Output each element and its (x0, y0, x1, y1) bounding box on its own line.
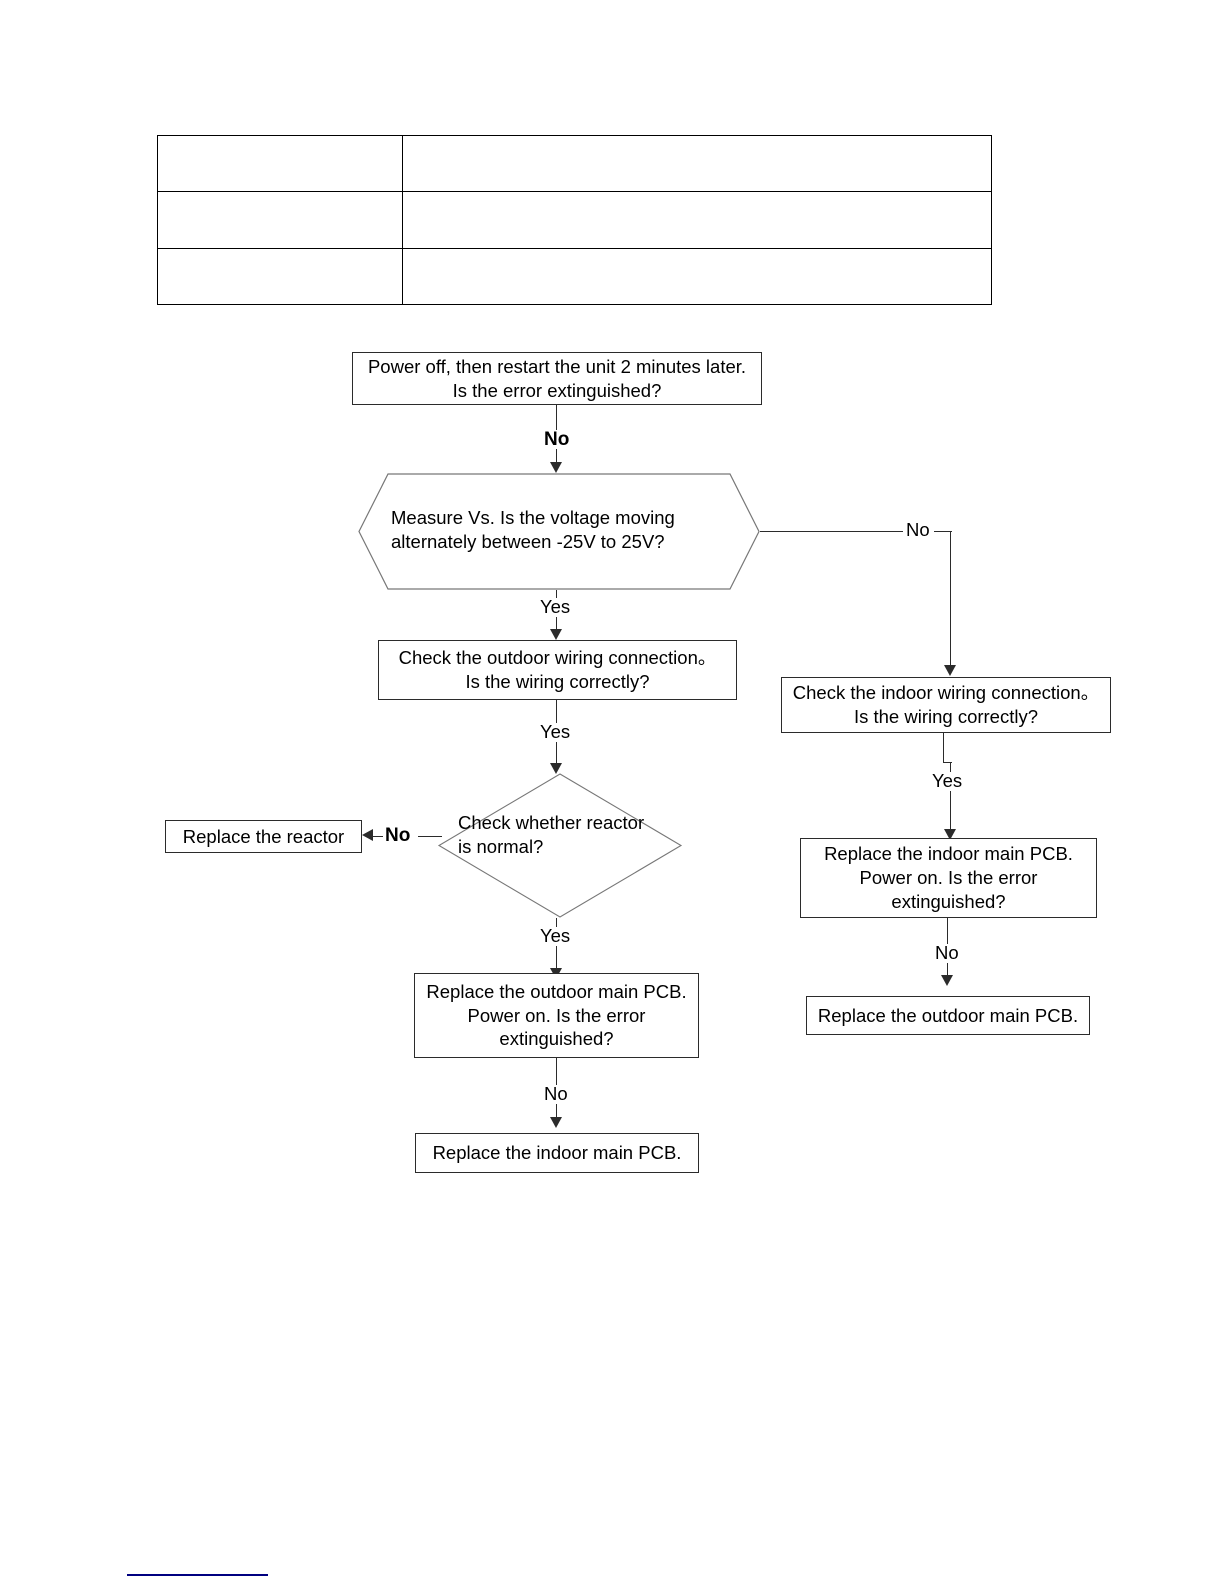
node-replace-reactor: Replace the reactor (165, 820, 362, 853)
edge-outdoorpcb-no-arrow-icon (550, 1117, 562, 1128)
edge-indoor-wiring-vertical-b (950, 762, 951, 832)
edge-label-outdoor-wiring-yes: Yes (537, 722, 574, 742)
edge-indoorpcb-no-arrow-icon (941, 975, 953, 986)
node-replace-reactor-label: Replace the reactor (182, 825, 345, 847)
node-replace-indoor-pcb-final: Replace the indoor main PCB. (415, 1133, 699, 1173)
table-cell-value-1 (402, 191, 992, 249)
edge-label-measure-no: No (903, 520, 933, 540)
table-cell-value-0 (402, 134, 992, 193)
edge-reactor-no-arrow-icon (362, 829, 373, 841)
table-cell-label-2 (157, 247, 403, 306)
edge-label-reactor-no: No (382, 826, 414, 845)
edge-measure-yes-arrow-icon (550, 629, 562, 640)
node-indoor-wiring: Check the indoor wiring connection。 Is t… (781, 677, 1111, 733)
edge-restart-arrow-icon (550, 462, 562, 473)
node-replace-outdoor-pcb-final: Replace the outdoor main PCB. (806, 996, 1090, 1035)
edge-label-restart-no: No (541, 430, 573, 449)
edge-label-measure-yes: Yes (537, 597, 574, 617)
edge-outdoor-yes-arrow-icon (550, 763, 562, 774)
spec-table (157, 134, 992, 306)
table-cell-label-0 (157, 134, 403, 193)
node-replace-outdoor-pcb-final-label: Replace the outdoor main PCB. (817, 1004, 1079, 1026)
node-replace-outdoor-pcb-check-label: Replace the outdoor main PCB. Power on. … (426, 980, 687, 1050)
node-indoor-wiring-label: Check the indoor wiring connection。 Is t… (792, 682, 1100, 727)
node-replace-outdoor-pcb-check: Replace the outdoor main PCB. Power on. … (414, 973, 699, 1058)
edge-indoor-wiring-jog (943, 762, 952, 763)
table-row (157, 134, 992, 193)
edge-reactor-no-horizontal-a (418, 836, 442, 837)
node-restart-check-label: Power off, then restart the unit 2 minut… (367, 355, 747, 401)
table-row (157, 191, 992, 249)
edge-label-outdoor-pcb-no: No (541, 1084, 571, 1104)
edge-measure-no-horizontal-a (760, 531, 906, 532)
footer-rule (127, 1574, 268, 1576)
node-restart-check: Power off, then restart the unit 2 minut… (352, 352, 762, 405)
hexagon-shape-icon (358, 473, 760, 590)
edge-indoor-wiring-yes-arrow-icon (944, 829, 956, 840)
edge-label-indoor-wiring-yes: Yes (929, 771, 966, 791)
node-replace-indoor-pcb-check: Replace the indoor main PCB. Power on. I… (800, 838, 1097, 918)
node-outdoor-wiring-label: Check the outdoor wiring connection。 Is … (398, 647, 717, 692)
edge-label-reactor-yes: Yes (537, 926, 574, 946)
table-cell-value-2 (402, 247, 992, 306)
edge-measure-no-arrow-icon (944, 665, 956, 676)
table-row (157, 247, 992, 306)
node-replace-indoor-pcb-final-label: Replace the indoor main PCB. (432, 1142, 682, 1164)
table-cell-label-1 (157, 191, 403, 249)
edge-indoor-wiring-vertical-a (943, 733, 944, 763)
edge-measure-no-horizontal-b (934, 531, 952, 532)
edge-reactor-no-horizontal-b (373, 836, 383, 837)
diamond-shape-icon (437, 773, 683, 918)
edge-label-indoor-pcb-no: No (932, 943, 962, 963)
node-outdoor-wiring: Check the outdoor wiring connection。 Is … (378, 640, 737, 700)
edge-measure-no-vertical (950, 531, 951, 668)
node-replace-indoor-pcb-check-label: Replace the indoor main PCB. Power on. I… (824, 843, 1073, 912)
